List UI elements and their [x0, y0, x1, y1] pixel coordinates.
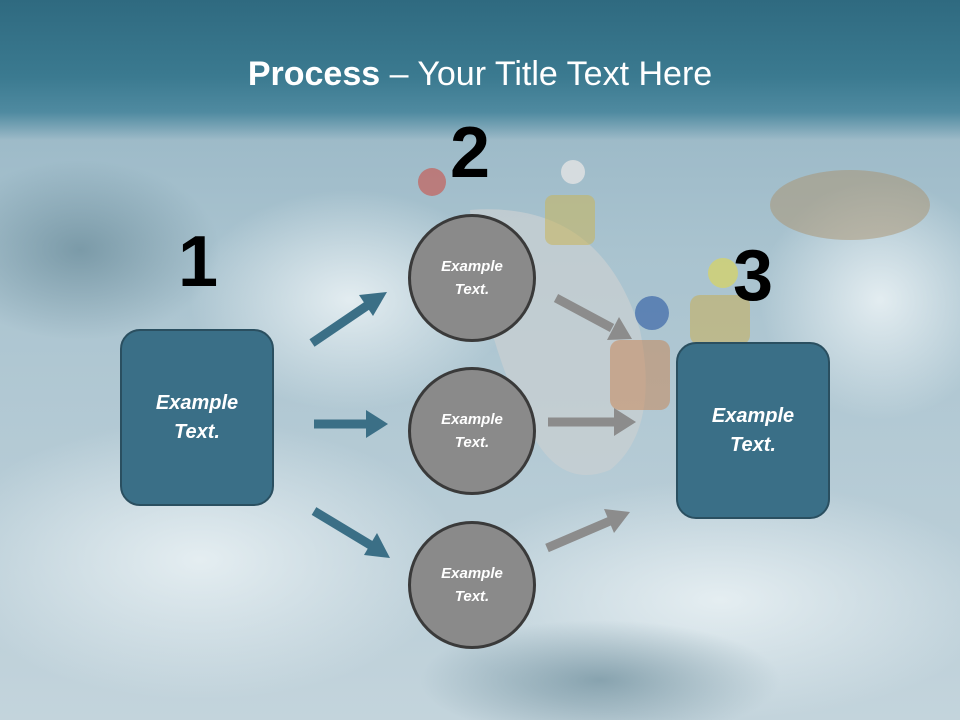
step-3-text-line1: Example [711, 404, 795, 427]
step-3-box: Example Text. [676, 342, 830, 519]
gray-arrow-up [545, 509, 630, 553]
step-2-circle-top: Example Text. [408, 214, 536, 342]
blue-arrow-up [309, 292, 387, 347]
circle-bottom-text-line1: Example [441, 565, 503, 582]
title-band [0, 0, 960, 140]
circle-top-text-line1: Example [441, 258, 503, 275]
step-number-1: 1 [178, 222, 219, 302]
step-3-text-line2: Text. [730, 433, 776, 456]
step-number-2: 2 [450, 113, 491, 193]
step-number-3: 3 [733, 236, 774, 316]
title-rest: – Your Title Text Here [380, 55, 713, 93]
step-2-circle-bottom: Example Text. [408, 521, 536, 649]
step-1-text-line1: Example [155, 391, 239, 414]
title-bold: Process [247, 55, 381, 93]
gray-arrow-mid [548, 408, 636, 436]
blue-arrow-mid [314, 410, 388, 438]
circle-top-text-line2: Text. [454, 281, 490, 298]
circle-middle-text-line1: Example [441, 411, 503, 428]
gray-arrow-down [553, 294, 632, 340]
circle-middle-text-line2: Text. [454, 434, 490, 451]
step-1-box: Example Text. [120, 329, 274, 506]
step-1-text-line2: Text. [174, 420, 220, 443]
slide-title: Process – Your Title Text Here [0, 52, 960, 96]
circle-bottom-text-line2: Text. [454, 588, 490, 605]
blue-arrow-down [311, 507, 390, 558]
step-2-circle-middle: Example Text. [408, 367, 536, 495]
